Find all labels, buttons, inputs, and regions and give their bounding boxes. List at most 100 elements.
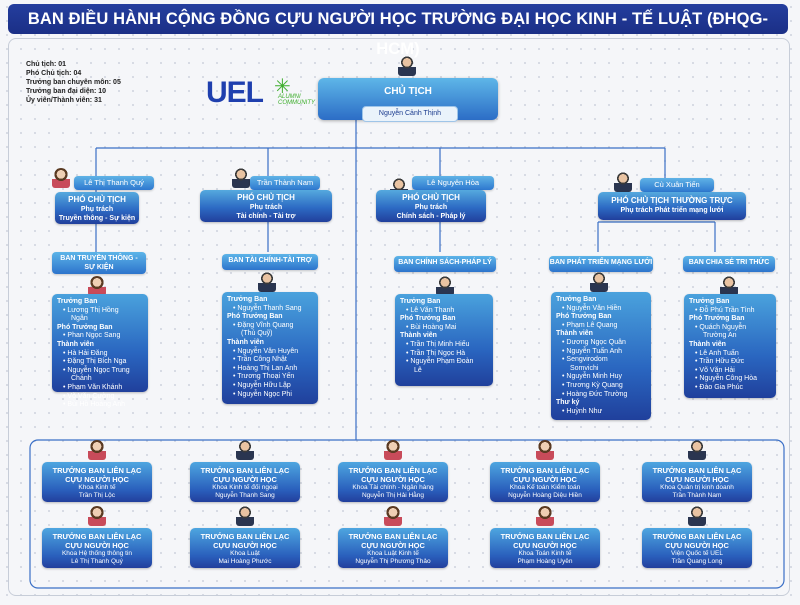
page-title: BAN ĐIỀU HÀNH CỘNG ĐỒNG CỰU NGƯỜI HỌC TR… (8, 4, 788, 58)
liaison-photo (236, 506, 254, 526)
vice-box-2: PHÓ CHỦ TỊCH Phụ trách Tài chính - Tài t… (200, 190, 332, 222)
liaison-subtitle: CỰU NGƯỜI HỌC (361, 475, 425, 484)
board-name-1a: BAN TRUYỀN THÔNG - (60, 255, 138, 262)
liaison-faculty: Khoa Kinh tế đối ngoại (212, 484, 278, 491)
board-role-label: Thư ký (556, 399, 580, 407)
board-photo-1 (88, 276, 106, 296)
liaison-photo (536, 506, 554, 526)
liaison-faculty: Viện Quốc tế UEL (671, 550, 723, 557)
board-member: Trương Kỳ Quang (556, 382, 646, 391)
board-photo-4 (590, 272, 608, 292)
board-role-label: Trưởng Ban (400, 298, 441, 305)
liaison-name: Trần Thị Lộc (78, 492, 116, 499)
board-role-label: Thành viên (556, 330, 593, 338)
board-name-5: BAN CHIA SẺ TRI THỨC (683, 256, 775, 272)
board-role-label: Thành viên (400, 332, 437, 340)
liaison-name: Phạm Hoàng Uyên (517, 558, 573, 565)
board-member: Nguyễn Ngọc Trung (57, 367, 143, 376)
vice-title-2: PHÓ CHỦ TỊCH (237, 193, 295, 202)
board-role-label: Phó Trưởng Ban (556, 313, 612, 321)
liaison-name: Mai Hoàng Phước (218, 558, 272, 565)
board-member: Trường An (703, 332, 737, 340)
board-member: Chánh (71, 375, 92, 383)
board-photo-5 (720, 276, 738, 296)
vice-name-2: Trần Thành Nam (250, 176, 320, 190)
stat-department-head: Trưởng ban chuyên môn: 05 (26, 79, 121, 86)
liaison-title: TRƯỞNG BAN LIÊN LẠC (348, 532, 438, 541)
board-member: Đỗ Phú Trần Tình (689, 307, 771, 316)
liaison-title: TRƯỞNG BAN LIÊN LẠC (652, 532, 742, 541)
chairman-title: CHỦ TỊCH (384, 86, 432, 97)
board-member: Nguyễn Văn Hiền (556, 305, 646, 314)
board-member: Võ Văn Cường (57, 393, 143, 402)
liaison-photo (688, 440, 706, 460)
board-role-label: Trưởng Ban (227, 296, 268, 303)
vice-name-3: Lê Nguyên Hòa (412, 176, 494, 190)
board-role-label: Phó Trưởng Ban (57, 323, 113, 331)
liaison-title: TRƯỞNG BAN LIÊN LẠC (500, 466, 590, 475)
board-role-label: Trưởng Ban (57, 298, 98, 305)
board-role-label: Phó Trưởng Ban (400, 315, 456, 323)
board-member: Phan Ngọc Sang (57, 332, 143, 341)
liaison-title: TRƯỞNG BAN LIÊN LẠC (52, 532, 142, 541)
logo-sub-community: COMMUNITY (278, 100, 315, 106)
logo-star-icon: ✳ (274, 76, 291, 98)
logo-text: UEL (206, 76, 264, 109)
liaison-subtitle: CỰU NGƯỜI HỌC (665, 475, 729, 484)
board-role-label: Thành viên (57, 340, 94, 348)
liaison-subtitle: CỰU NGƯỜI HỌC (513, 541, 577, 550)
liaison-faculty: Khoa Kế toán Kiểm toán (509, 484, 581, 491)
board-role-label: Thành viên (689, 340, 726, 348)
liaison-name: Nguyễn Hoàng Diệu Hiền (508, 492, 582, 499)
board-member: Phạm Văn Khánh (57, 384, 143, 393)
liaison-faculty: Khoa Toán Kinh tế (518, 550, 572, 557)
vice-duty-2a: Phụ trách (249, 204, 283, 211)
board-member: Nguyễn Thanh Sang (227, 305, 313, 314)
board-member: Đào Gia Phúc (689, 384, 771, 393)
board-member: Nguyễn Hữu Lập (227, 382, 313, 391)
board-member: Quách Nguyễn (689, 324, 771, 333)
board-member: Nguyễn Ngọc Phi (227, 391, 313, 400)
vice-box-3: PHÓ CHỦ TỊCH Phụ trách Chính sách - Pháp… (376, 190, 486, 222)
stat-vice-chairman: Phó Chủ tịch: 04 (26, 70, 82, 77)
board-member: Lê Văn Thanh (400, 307, 488, 316)
chairman-name: Nguyễn Cảnh Thịnh (362, 106, 458, 122)
board-member: Nguyễn Phạm Đoàn (400, 358, 488, 367)
vice-box-4: PHÓ CHỦ TỊCH THƯỜNG TRỰC Phụ trách Phát … (598, 192, 746, 220)
board-member: Lương Thị Hồng (57, 307, 143, 316)
board-name-4a: BAN PHÁT TRIỂN MẠNG LƯỚI (549, 259, 653, 266)
liaison-photo (88, 440, 106, 460)
vice-duty-3a: Phụ trách (414, 204, 448, 211)
board-member: Hoàng Thị Lan Anh (227, 365, 313, 374)
liaison-photo (536, 440, 554, 460)
board-name-5a: BAN CHIA SẺ TRI THỨC (688, 259, 770, 266)
board-name-2: BAN TÀI CHÍNH-TÀI TRỢ (222, 254, 318, 270)
board-name-3: BAN CHÍNH SÁCH-PHÁP LÝ (394, 256, 496, 272)
vice-photo-2 (232, 168, 250, 188)
liaison-name: Trần Thành Nam (672, 492, 722, 499)
vice-photo-1 (52, 168, 70, 188)
vice-title-4: PHÓ CHỦ TỊCH THƯỜNG TRỰC (611, 196, 733, 205)
liaison-subtitle: CỰU NGƯỜI HỌC (665, 541, 729, 550)
liaison-subtitle: CỰU NGƯỜI HỌC (213, 475, 277, 484)
logo-sub-alumni: ALUMNI (278, 94, 301, 100)
board-member: Dương Ngọc Quân (556, 339, 646, 348)
liaison-subtitle: CỰU NGƯỜI HỌC (65, 475, 129, 484)
